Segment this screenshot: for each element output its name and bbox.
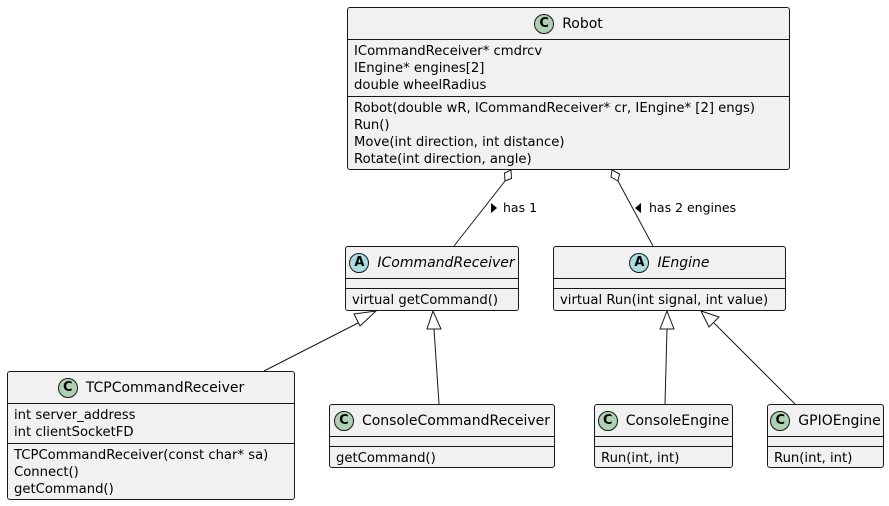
class-iengine[interactable]: A IEngine virtual Run(int signal, int va… [553,246,786,311]
inheritance-console-icommandreceiver [426,309,442,405]
label-arrow-has-2-engines [635,203,641,213]
fields-section [595,436,732,446]
method: getCommand() [14,482,114,497]
class-header: C GPIOEngine [768,405,883,436]
field: ICommandReceiver* cmdrcv [354,44,543,59]
methods-section: virtual getCommand() [346,288,518,311]
inheritance-tcp-icommandreceiver [263,310,378,372]
class-stereotype-icon: C [57,377,78,398]
class-header: C Robot [348,8,789,39]
class-header: A IEngine [554,247,785,278]
fields-section [330,436,554,446]
field: int clientSocketFD [14,425,134,440]
class-name: GPIOEngine [798,412,881,429]
methods-section: Run(int, int) [595,446,732,469]
class-consolecommandreceiver[interactable]: C ConsoleCommandReceiver getCommand() [329,404,555,468]
class-consoleengine[interactable]: C ConsoleEngine Run(int, int) [594,404,733,468]
inheritance-consoleengine-iengine [659,309,675,405]
aggregation-robot-iengine [610,169,654,247]
class-stereotype-icon: C [333,410,354,431]
fields-section: int server_address int clientSocketFD [8,403,294,443]
method: Run(int, int) [774,451,853,466]
class-name: ICommandReceiver [377,254,515,271]
class-header: A ICommandReceiver [346,247,518,278]
methods-section: Robot(double wR, ICommandReceiver* cr, I… [348,96,789,170]
class-header: C ConsoleCommandReceiver [330,405,554,436]
fields-section [768,436,883,446]
class-robot[interactable]: C Robot ICommandReceiver* cmdrcv IEngine… [347,7,790,170]
methods-section: getCommand() [330,446,554,469]
class-icommandreceiver[interactable]: A ICommandReceiver virtual getCommand() [345,246,519,311]
method: Robot(double wR, ICommandReceiver* cr, I… [354,101,756,116]
abstract-stereotype-icon: A [349,252,370,273]
class-name: IEngine [657,254,710,271]
relation-label-has-2-engines: has 2 engines [649,200,737,215]
method: Run(int, int) [601,451,680,466]
method: Rotate(int direction, angle) [354,152,532,167]
abstract-stereotype-icon: A [629,252,650,273]
class-name: TCPCommandReceiver [85,379,245,396]
class-stereotype-icon: C [534,13,555,34]
relation-label-has-1: has 1 [503,200,538,215]
class-name: ConsoleEngine [625,412,730,429]
method: virtual Run(int signal, int value) [560,293,769,308]
class-header: C ConsoleEngine [595,405,732,436]
class-tcpcommandreceiver[interactable]: C TCPCommandReceiver int server_address … [7,371,295,500]
methods-section: virtual Run(int signal, int value) [554,288,785,311]
method: TCPCommandReceiver(const char* sa) [14,448,269,463]
field: double wheelRadius [354,78,487,93]
fields-section [554,278,785,288]
method: Move(int direction, int distance) [354,135,565,150]
fields-section: ICommandReceiver* cmdrcv IEngine* engine… [348,39,789,96]
class-name: Robot [562,15,603,32]
field: IEngine* engines[2] [354,61,485,76]
methods-section: Run(int, int) [768,446,883,469]
aggregation-robot-icommandreceiver [453,169,513,247]
method: Connect() [14,465,79,480]
method: Run() [354,118,390,133]
inheritance-gpioengine-iengine [700,310,796,405]
class-header: C TCPCommandReceiver [8,372,294,403]
fields-section [346,278,518,288]
methods-section: TCPCommandReceiver(const char* sa) Conne… [8,443,294,500]
label-arrow-has-1 [491,203,497,213]
class-stereotype-icon: C [597,410,618,431]
field: int server_address [14,408,136,423]
method: virtual getCommand() [352,293,499,308]
class-gpioengine[interactable]: C GPIOEngine Run(int, int) [767,404,884,468]
method: getCommand() [336,451,436,466]
class-stereotype-icon: C [770,410,791,431]
class-name: ConsoleCommandReceiver [361,412,551,429]
